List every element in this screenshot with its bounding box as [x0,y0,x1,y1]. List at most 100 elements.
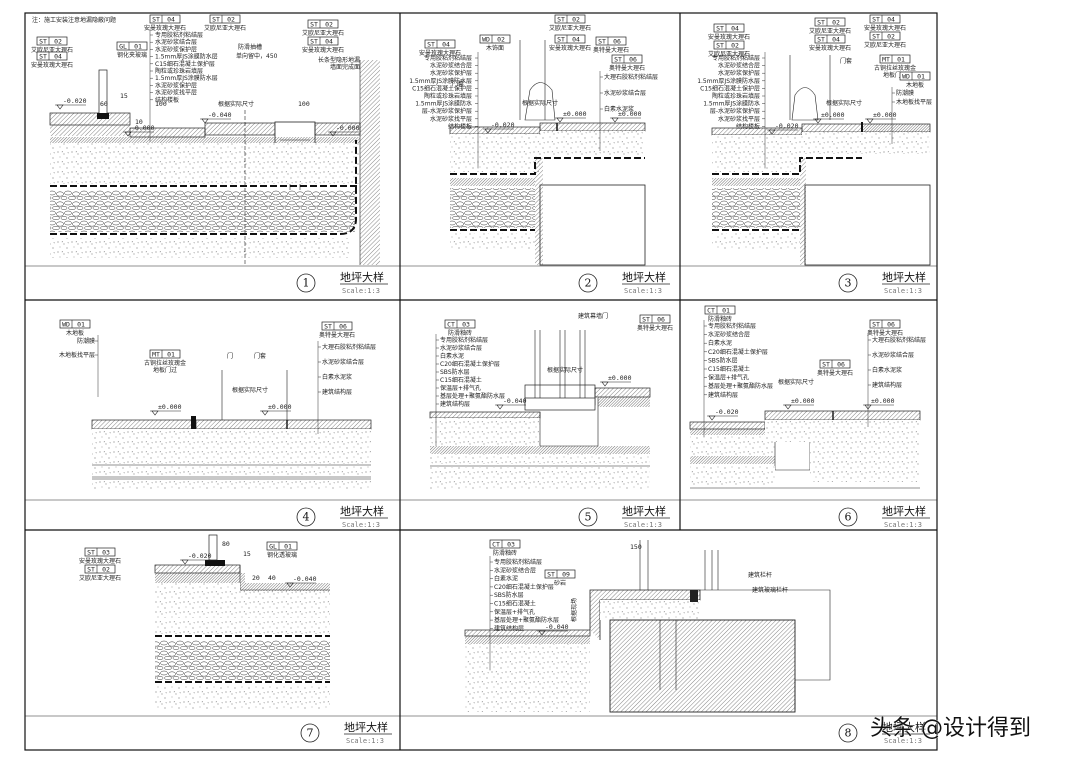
material-tag-number: 02 [497,35,505,43]
material-tag-number: 01 [134,42,142,50]
detail-scale: Scale:1:3 [884,287,922,295]
material-tag-box [307,19,339,29]
material-name: 安曼玫瑰大理石 [79,557,121,565]
dimension-value: 10 [135,118,143,126]
detail-scale: Scale:1:3 [342,521,380,529]
material-tag-box [116,41,148,51]
layer-label: 水泥砂浆结合层 [440,344,482,352]
layer-label: 陶粒或珍珠岩填层 [155,67,203,75]
material-tag-box [84,547,116,557]
material-name: 防滑釉砖 [708,315,732,323]
material-tag-number: 02 [572,15,580,23]
material-name: 安曼玫瑰大理石 [302,46,344,54]
detail-title: 地坪大样 [882,720,926,734]
material-tag-number: 06 [657,315,665,323]
layer-label: 水泥砂浆结合层 [494,566,536,574]
material-tag-box [879,54,911,64]
elevation-value: ±0.000 [563,110,587,118]
material-tag-code: WD [62,320,70,328]
material-tag-code: ST [324,322,332,330]
layer-label: 结构楼板 [736,122,760,130]
material-name: 安曼玫瑰大理石 [809,44,851,52]
elevation-value: -0.000 [131,124,155,132]
layer-label: 水泥砂浆结合层 [430,62,472,70]
layer-label: 建筑结构层 [440,400,470,408]
material-name: 砂岩 [554,579,566,587]
section-2-drawing [449,40,646,266]
material-tag-number: 04 [325,37,333,45]
material-tag-number: 02 [227,15,235,23]
elevation-marker-icon [601,381,609,387]
detail-number: 2 [585,277,592,290]
detail-number-circle [578,507,598,527]
elevation-value: ±0.000 [608,374,632,382]
callout-label: 门套 [452,80,464,88]
sheet-grid [24,12,938,751]
detail-number-circle [300,723,320,743]
layer-label: 陶粒或珍珠岩填层 [712,92,760,100]
material-name: 艾欧尼亚大理石 [549,24,591,32]
detail-title: 地坪大样 [882,270,926,284]
material-tag-number: 03 [102,548,110,556]
material-tag-box [704,305,736,315]
detail-scale: Scale:1:3 [624,287,662,295]
material-name: 奥特曼大理石 [593,46,629,54]
elevation-marker-icon [56,104,64,110]
material-tag-box [869,14,901,24]
detail-scale: Scale:1:3 [624,521,662,529]
material-tag-number: 04 [731,24,739,32]
material-tag-number: 01 [77,320,85,328]
callout-label: 防滑抽槽 [238,43,262,51]
material-tag-code: GL [269,542,277,550]
callout-label: 门 [227,352,233,360]
material-tag-code: ST [872,320,880,328]
material-tag-code: ST [87,565,95,573]
material-tag-code: ST [39,52,47,60]
callout-label: 根据实际尺寸 [218,100,254,108]
material-tag-box [713,40,745,50]
elevation-value: -0.040 [293,575,317,583]
material-tag-number: 02 [832,18,840,26]
elevation-value: -0.020 [63,97,87,105]
layer-label: 保温层+排气孔 [494,608,535,616]
detail-title: 地坪大样 [882,504,926,518]
material-tag-code: WD [902,72,910,80]
layer-label: 大理石胶粘剂粘结层 [604,73,658,81]
material-tag-box [713,23,745,33]
material-tag-code: ST [87,548,95,556]
dimension-value: 150 [630,543,642,551]
detail-number-circle [838,723,858,743]
material-tag-code: ST [716,41,724,49]
elevation-value: -0.020 [188,552,212,560]
material-name: 安曼玫瑰大理石 [549,44,591,52]
elevation-value: -0.040 [503,397,527,405]
material-tag-number: 04 [572,35,580,43]
layer-label: C15细石混凝土 [440,376,482,384]
layer-label: 水泥砂浆保护层 [718,69,760,77]
material-name: 艾欧尼亚大理石 [31,46,73,54]
material-tag-box [444,319,476,329]
material-tag-box [424,39,456,49]
detail-number: 3 [845,277,852,290]
layer-label: 基层处理+聚氨酯防水层 [440,392,505,400]
material-tag-number: 06 [339,322,347,330]
material-name: 木饰面 [486,44,504,52]
section-5-drawing [429,330,651,489]
material-tag-code: ST [614,55,622,63]
material-name: 安曼玫瑰大理石 [419,49,461,57]
material-tag-code: ST [212,15,220,23]
general-note: 注：施工安装注意地漏隐蔽问题 [32,16,116,24]
callout-label: 根据实际尺寸 [547,366,583,374]
layer-label: 水泥砂浆找平层 [718,115,760,123]
material-tag-number: 04 [887,15,895,23]
material-tag-box [489,539,521,549]
material-tag-number: 04 [54,52,62,60]
material-tag-box [554,34,586,44]
material-name: 安曼玫瑰大理石 [31,61,73,69]
dimension-value: 20 [252,574,260,582]
material-tag-code: ST [310,37,318,45]
callout-label: 建筑幕墙门 [578,312,608,320]
detail-title: 地坪大样 [344,720,388,734]
layer-label: 1.5mm厚JS涂膜防水层 [155,53,218,61]
